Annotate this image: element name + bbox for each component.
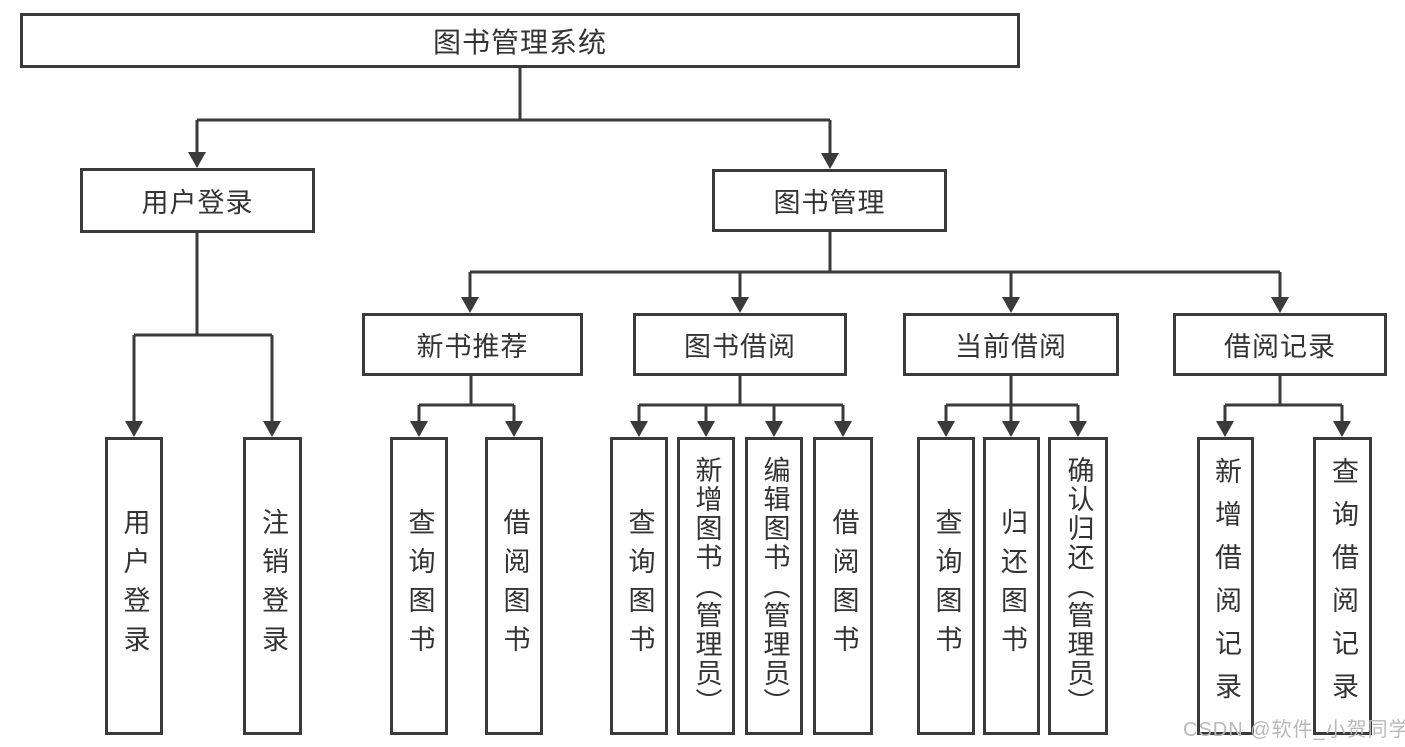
watermark: CSDN @软件_小贺同学 (1183, 719, 1405, 741)
leaf-confirm-return-admin: 确认归还（管理员） (1048, 437, 1108, 735)
connector-book-borrow-split (630, 376, 852, 437)
leaf-query-books-borrow: 查询图书 (610, 437, 668, 735)
node-new-book-recommend: 新书推荐 (362, 313, 583, 376)
node-current-borrow: 当前借阅 (903, 313, 1119, 376)
node-borrow-records: 借阅记录 (1173, 313, 1387, 376)
connector-current-borrow-split (937, 376, 1087, 437)
node-book-management: 图书管理 (712, 169, 947, 232)
connector-user-login-split (125, 233, 281, 437)
leaf-user-login: 用户登录 (105, 437, 163, 735)
connector-borrow-records-split (1216, 376, 1351, 437)
node-root: 图书管理系统 (20, 13, 1020, 68)
leaf-logout: 注销登录 (243, 437, 302, 735)
leaf-edit-book-admin: 编辑图书（管理员） (745, 437, 803, 735)
connector-new-book-split (410, 376, 523, 437)
leaf-borrow-books-recommend: 借阅图书 (485, 437, 543, 735)
leaf-return-book: 归还图书 (983, 437, 1040, 735)
leaf-query-borrow-record: 查询借阅记录 (1313, 437, 1372, 735)
node-book-borrow: 图书借阅 (633, 313, 847, 376)
leaf-borrow-books: 借阅图书 (813, 437, 873, 735)
leaf-add-book-admin: 新增图书（管理员） (677, 437, 735, 735)
connector-book-management-split (461, 232, 1289, 313)
leaf-add-borrow-record: 新增借阅记录 (1197, 437, 1254, 735)
leaf-query-books-recommend: 查询图书 (390, 437, 448, 735)
node-user-login-branch: 用户登录 (80, 168, 315, 233)
connector-root-split (188, 68, 839, 169)
leaf-query-books-current: 查询图书 (917, 437, 975, 735)
